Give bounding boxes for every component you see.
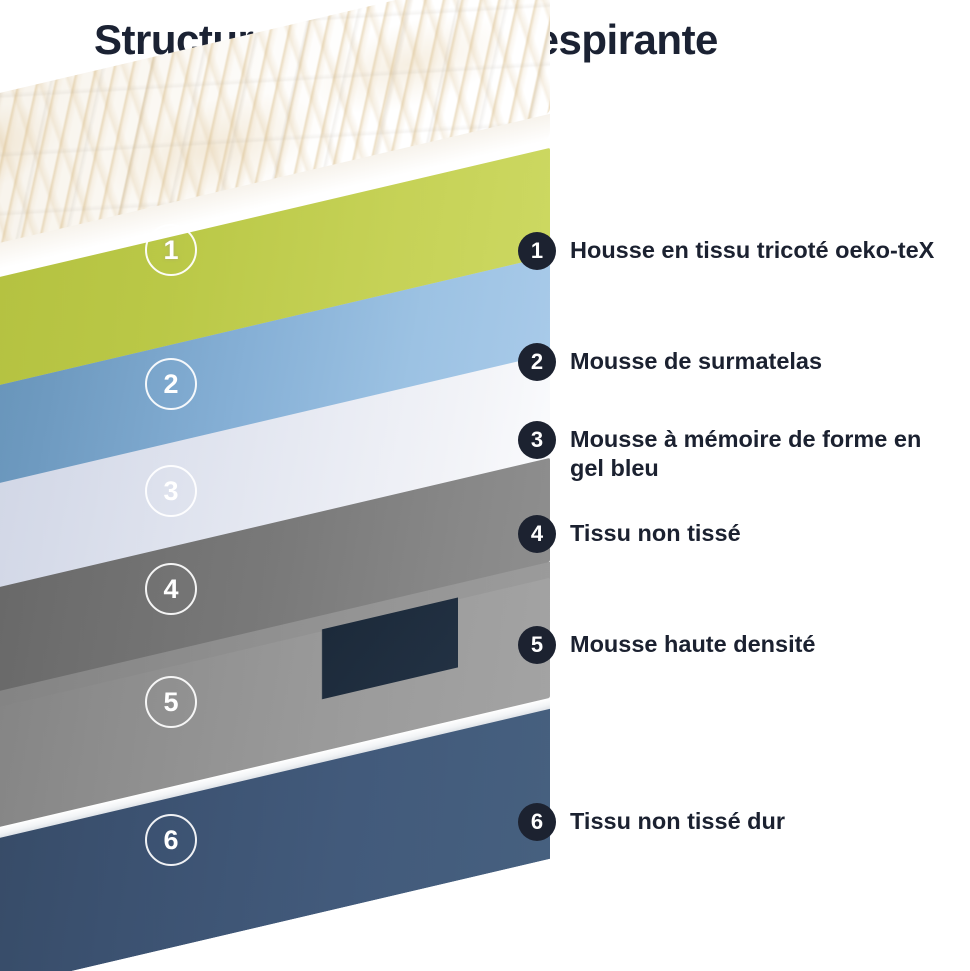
layer-marker-6: 6 [145, 814, 197, 866]
legend-label-4: Tissu non tissé [570, 520, 741, 546]
layer-marker-1: 1 [145, 224, 197, 276]
layer-marker-4: 4 [145, 563, 197, 615]
legend-label-1: Housse en tissu tricoté oeko-teX [570, 237, 935, 263]
legend-label-6: Tissu non tissé dur [570, 808, 786, 834]
legend-label-5: Mousse haute densité [570, 631, 816, 657]
legend-label-2: Mousse de surmatelas [570, 348, 823, 374]
legend-item-4: 4 Tissu non tissé [518, 515, 970, 553]
legend-badge-1: 1 [518, 232, 556, 270]
mattress-layer-illustration: 1 2 3 4 5 6 [0, 0, 550, 971]
legend-label-3: Mousse à mémoire de forme en gel bleu [570, 426, 922, 481]
legend-badge-5: 5 [518, 626, 556, 664]
legend-badge-2: 2 [518, 343, 556, 381]
legend-item-6: 6 Tissu non tissé dur [518, 803, 970, 841]
legend-badge-3: 3 [518, 421, 556, 459]
layer-marker-5: 5 [145, 676, 197, 728]
layer-marker-3: 3 [145, 465, 197, 517]
legend-item-2: 2 Mousse de surmatelas [518, 343, 970, 381]
legend-item-3: 3 Mousse à mémoire de forme en gel bleu [518, 421, 970, 483]
layer-legend: 1 Housse en tissu tricoté oeko-teX 2 Mou… [518, 0, 970, 971]
legend-badge-6: 6 [518, 803, 556, 841]
legend-item-1: 1 Housse en tissu tricoté oeko-teX [518, 232, 970, 270]
legend-badge-4: 4 [518, 515, 556, 553]
layer-marker-2: 2 [145, 358, 197, 410]
legend-item-5: 5 Mousse haute densité [518, 626, 970, 664]
